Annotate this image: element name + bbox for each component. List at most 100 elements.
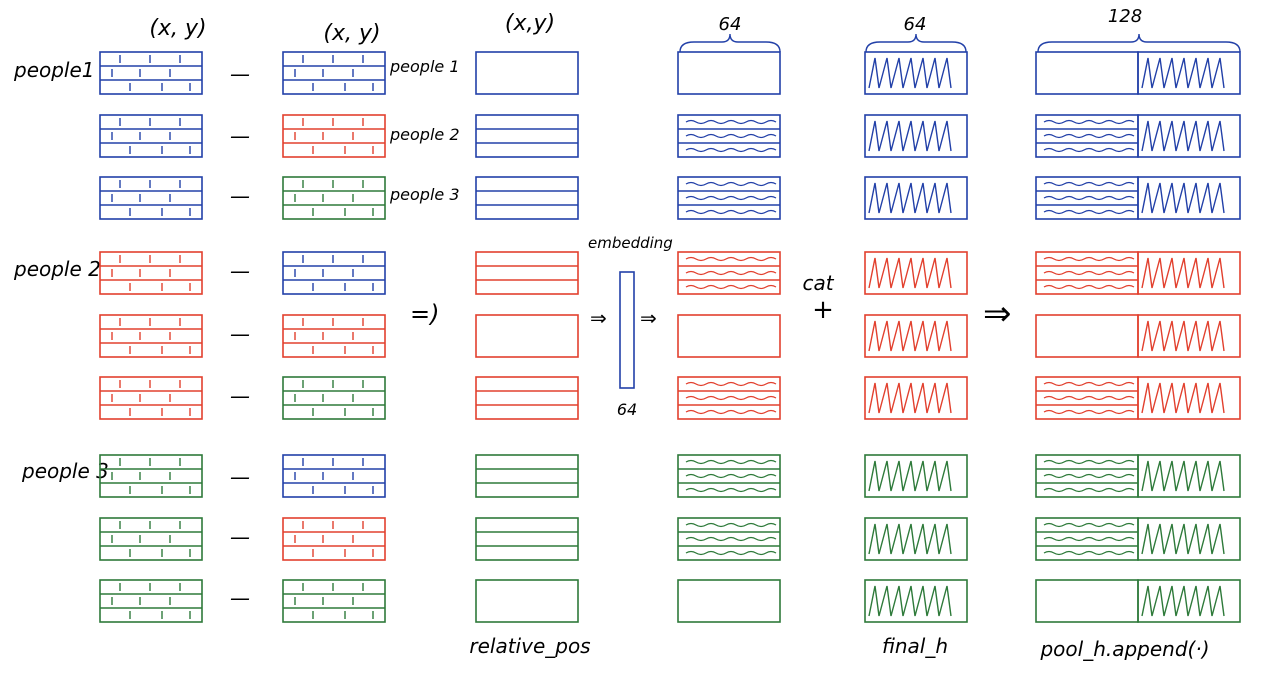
minus-sign: —	[230, 465, 250, 489]
arrow-to-relative: =)	[410, 300, 439, 328]
zigzag-stroke	[868, 320, 952, 352]
minus-sign: —	[230, 62, 250, 86]
zigzag-stroke	[868, 382, 952, 414]
zigzag-stroke	[868, 523, 952, 555]
brace-128	[1037, 33, 1241, 53]
pool-hidden-half	[1137, 314, 1241, 358]
wavy-stroke	[1043, 209, 1135, 215]
concat-label: cat	[802, 271, 834, 295]
wavy-stroke	[685, 522, 777, 528]
final-h-box	[864, 114, 968, 158]
wavy-stroke	[685, 133, 777, 139]
pool-hidden-half	[1137, 579, 1241, 623]
position-box-other	[282, 579, 386, 623]
relative-pos-box	[475, 176, 579, 220]
embedding-box	[677, 51, 781, 95]
wavy-stroke	[1043, 381, 1135, 387]
final-h-box	[864, 314, 968, 358]
zigzag-stroke	[1141, 585, 1225, 617]
wavy-stroke	[1043, 536, 1135, 542]
box-grid	[99, 33, 1241, 623]
final-h-box	[864, 376, 968, 420]
wavy-stroke	[685, 536, 777, 542]
embedding-dim-label: 64	[617, 400, 637, 419]
wavy-stroke	[1043, 395, 1135, 401]
zigzag-stroke	[1141, 320, 1225, 352]
position-box-other	[282, 517, 386, 561]
pool-hidden-half	[1137, 517, 1241, 561]
pool-hidden-half	[1137, 114, 1241, 158]
pool-embedding-half	[1035, 579, 1139, 623]
zigzag-stroke	[868, 585, 952, 617]
footer-final-h: final_h	[882, 634, 948, 658]
header-dim-64-a: 64	[719, 14, 742, 35]
arrow-into-embedding: ⇒	[590, 306, 607, 330]
embedding-box	[677, 314, 781, 358]
relative-pos-box	[475, 251, 579, 295]
minus-sign: —	[230, 586, 250, 610]
zigzag-stroke	[868, 460, 952, 492]
wavy-stroke	[1043, 256, 1135, 262]
minus-sign: —	[230, 322, 250, 346]
position-box-other	[282, 114, 386, 158]
header-xy-3: (x,y)	[505, 11, 555, 36]
wavy-stroke	[685, 256, 777, 262]
relative-pos-box	[475, 376, 579, 420]
zigzag-stroke	[1141, 120, 1225, 152]
header-dim-64-b: 64	[904, 14, 927, 35]
wavy-stroke	[685, 284, 777, 290]
wavy-stroke	[685, 119, 777, 125]
wavy-stroke	[685, 195, 777, 201]
pool-hidden-half	[1137, 51, 1241, 95]
minus-sign: —	[230, 124, 250, 148]
concat-plus: +	[812, 295, 834, 325]
pool-embedding-half	[1035, 314, 1139, 358]
wavy-stroke	[1043, 133, 1135, 139]
position-box-self	[99, 376, 203, 420]
arrow-out-of-embedding: ⇒	[640, 306, 657, 330]
position-box-self	[99, 251, 203, 295]
minus-sign: —	[230, 525, 250, 549]
position-box-self	[99, 176, 203, 220]
zigzag-stroke	[868, 57, 952, 89]
zigzag-stroke	[868, 120, 952, 152]
embedding-box	[677, 517, 781, 561]
embedding-box	[677, 454, 781, 498]
position-box-self	[99, 454, 203, 498]
brace-64-b	[865, 33, 967, 53]
final-h-box	[864, 51, 968, 95]
embedding-box	[677, 176, 781, 220]
pool-hidden-half	[1137, 454, 1241, 498]
position-box-other	[282, 314, 386, 358]
wavy-stroke	[685, 209, 777, 215]
zigzag-stroke	[868, 182, 952, 214]
embedding-box	[677, 251, 781, 295]
position-box-other	[282, 376, 386, 420]
footer-relative-pos: relative_pos	[469, 634, 590, 658]
footer-pool-h: pool_h.append(·)	[1039, 637, 1209, 661]
wavy-stroke	[1043, 195, 1135, 201]
wavy-stroke	[685, 459, 777, 465]
position-box-other	[282, 454, 386, 498]
embedding-layer	[619, 271, 635, 389]
zigzag-stroke	[868, 257, 952, 289]
zigzag-stroke	[1141, 523, 1225, 555]
arrow-to-pool: ⇒	[983, 294, 1012, 334]
header-xy-2: (x, y)	[323, 21, 380, 46]
wavy-stroke	[685, 181, 777, 187]
relative-pos-box	[475, 454, 579, 498]
minus-sign: —	[230, 184, 250, 208]
position-box-self	[99, 579, 203, 623]
zigzag-stroke	[1141, 382, 1225, 414]
pool-hidden-half	[1137, 251, 1241, 295]
position-box-self	[99, 114, 203, 158]
row-label-people1: people 1	[389, 57, 460, 76]
wavy-stroke	[1043, 409, 1135, 415]
header-dim-128: 128	[1108, 6, 1142, 27]
zigzag-stroke	[1141, 182, 1225, 214]
minus-sign: —	[230, 384, 250, 408]
wavy-stroke	[1043, 487, 1135, 493]
row-label-people2: people 2	[389, 125, 460, 144]
relative-pos-box	[475, 114, 579, 158]
